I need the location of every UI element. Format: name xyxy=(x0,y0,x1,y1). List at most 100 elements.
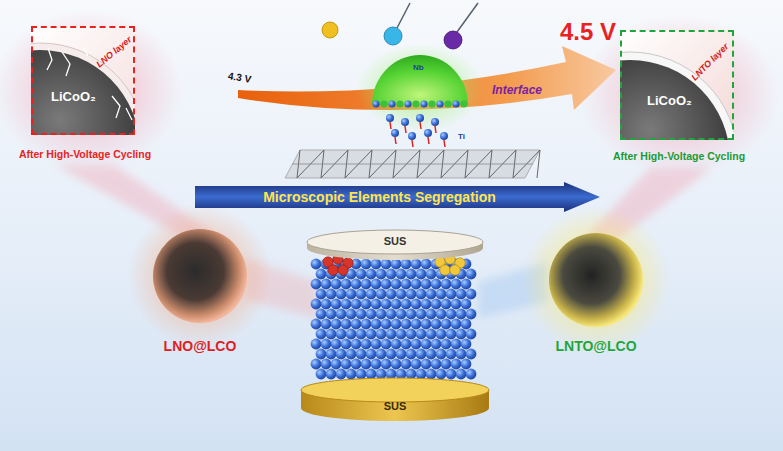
element-label: Ti xyxy=(458,132,465,141)
particle-ball xyxy=(441,359,452,370)
particle-ball xyxy=(366,349,377,360)
particle-ball xyxy=(466,369,477,380)
particle-ball xyxy=(346,289,357,300)
particle-ball xyxy=(356,349,367,360)
ti-atom xyxy=(408,132,416,140)
interface-label: Interface xyxy=(492,84,542,98)
steel-disc-outline xyxy=(300,376,490,422)
inset-frame: LiCoO₂LNO layerAfter High-Voltage Cyclin… xyxy=(31,26,135,135)
particle-ball xyxy=(456,309,467,320)
particle-ball xyxy=(426,369,437,380)
particle-ball xyxy=(341,299,352,310)
bond-stick xyxy=(428,137,429,144)
ti-atom xyxy=(391,129,399,137)
particle-ball xyxy=(441,299,452,310)
particle-ball xyxy=(316,329,327,340)
particle-ball xyxy=(361,319,372,330)
disc-label: SUS xyxy=(384,235,407,248)
particle-ball xyxy=(451,339,462,350)
particle-ball xyxy=(331,299,342,310)
particle-ball xyxy=(371,279,382,290)
interface-atom xyxy=(420,100,427,107)
particle-ball xyxy=(321,319,332,330)
particle-ball xyxy=(446,289,457,300)
particle-ball xyxy=(391,339,402,350)
arrow-label: Microscopic Elements Segregation xyxy=(263,189,496,205)
particle-ball xyxy=(321,359,332,370)
particle-ball xyxy=(326,369,337,380)
particle-ball xyxy=(431,319,442,330)
particle-ball xyxy=(411,339,422,350)
particle-ball xyxy=(316,269,327,280)
particle-ball xyxy=(396,289,407,300)
particle-ball xyxy=(336,329,347,340)
particle-ball xyxy=(431,279,442,290)
interface-atom xyxy=(444,100,451,107)
particle-ball xyxy=(451,279,462,290)
particle-ball xyxy=(346,309,357,320)
particle-ball xyxy=(446,329,457,340)
particle-ball xyxy=(456,289,467,300)
particle-ball xyxy=(401,339,412,350)
particle-ball xyxy=(391,359,402,370)
particle-ball xyxy=(376,289,387,300)
particle-ball xyxy=(376,349,387,360)
interface-atom xyxy=(404,100,411,107)
particle-ball xyxy=(341,339,352,350)
lnto-particle-outline xyxy=(548,232,644,328)
interface-atom xyxy=(436,100,443,107)
particle-ball xyxy=(416,369,427,380)
lno-particle-outline xyxy=(152,228,248,324)
particle-ball xyxy=(311,319,322,330)
particle-ball xyxy=(366,289,377,300)
particle-ball xyxy=(321,339,332,350)
particle-ball xyxy=(461,359,472,370)
particle-ball xyxy=(381,319,392,330)
ti-atom xyxy=(431,118,439,126)
particle-ball xyxy=(346,329,357,340)
particle-ball xyxy=(356,269,367,280)
particle-ball xyxy=(391,299,402,310)
particle-ball xyxy=(336,369,347,380)
particle-ball xyxy=(351,279,362,290)
particle-ball xyxy=(426,309,437,320)
particle-ball xyxy=(416,289,427,300)
lno-particle: LNO@LCO xyxy=(152,228,248,324)
lnto-ball xyxy=(450,265,460,275)
particle-ball xyxy=(326,309,337,320)
ti-atom xyxy=(386,114,394,122)
particle-ball xyxy=(351,339,362,350)
particle-ball xyxy=(406,269,417,280)
particle-ball xyxy=(381,299,392,310)
particle-ball xyxy=(426,269,437,280)
particle-ball xyxy=(461,299,472,310)
particle-ball xyxy=(401,259,412,270)
interface-atom xyxy=(396,100,403,107)
particle-ball xyxy=(331,339,342,350)
particle-ball xyxy=(406,309,417,320)
particle-ball xyxy=(456,369,467,380)
particle-ball xyxy=(386,349,397,360)
particle-ball xyxy=(361,299,372,310)
particle-ball xyxy=(311,339,322,350)
particle-ball xyxy=(391,259,402,270)
bond-stick xyxy=(444,140,445,147)
particle-ball xyxy=(441,319,452,330)
particle-ball xyxy=(441,339,452,350)
particle-ball xyxy=(446,349,457,360)
steel-disc: SUS xyxy=(300,376,490,422)
particle-ball xyxy=(331,279,342,290)
particle-ball xyxy=(341,319,352,330)
particle-ball xyxy=(406,349,417,360)
particle-ball xyxy=(461,339,472,350)
particle-sphere xyxy=(549,233,643,327)
caption: After High-Voltage Cycling xyxy=(19,148,151,160)
particle-ball xyxy=(421,259,432,270)
ti-atom xyxy=(401,118,409,126)
particle-ball xyxy=(466,269,477,280)
particle-ball xyxy=(356,369,367,380)
particle-ball xyxy=(356,289,367,300)
particle-ball xyxy=(441,279,452,290)
particle-ball xyxy=(421,319,432,330)
